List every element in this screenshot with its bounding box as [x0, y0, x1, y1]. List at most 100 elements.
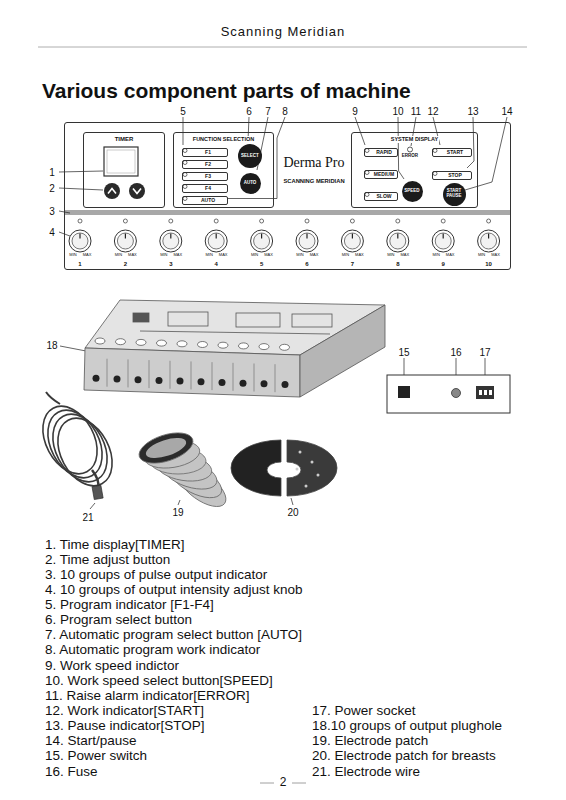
knob-number: 7 [351, 261, 354, 268]
machine-photo [84, 348, 300, 397]
machine-photo [236, 313, 280, 327]
intensity-knob [352, 234, 353, 239]
leader-line [60, 346, 86, 351]
callout-number: 11 [411, 106, 421, 117]
back-panel [479, 390, 482, 395]
part-list-item: 12. Work indicator[START] [45, 704, 204, 719]
knob-number: 1 [78, 261, 81, 268]
indicator-text: RAPID [376, 150, 392, 156]
machine-photo [93, 375, 100, 382]
page-header: Scanning Meridian [221, 25, 346, 39]
scale-label: MIN [478, 253, 485, 257]
breast-patch [296, 468, 299, 471]
callout-number: 20 [287, 507, 298, 518]
indicator-text: F4 [205, 186, 211, 192]
scale-label: MAX [264, 253, 273, 257]
machine-photo [177, 378, 184, 385]
intensity-knob [481, 233, 497, 249]
scale-label: MAX [128, 253, 137, 257]
callout-number: 10 [392, 106, 403, 117]
machine-photo [233, 363, 234, 391]
brand-text: Derma Pro [283, 155, 344, 170]
arrow-button [104, 183, 145, 199]
part-list-item: 8. Automatic program work indicator [45, 643, 260, 658]
page-dash [260, 783, 274, 784]
machine-photo [114, 376, 121, 383]
knob-number: 5 [260, 261, 263, 268]
output-led [78, 219, 82, 223]
indicator-label: ERROR [402, 154, 418, 159]
arrow-button [104, 183, 120, 199]
part-list-item: 6. Program select button [45, 613, 192, 628]
round-button: SELECT [238, 144, 262, 168]
arrow-button [108, 189, 116, 194]
intensity-knob [443, 234, 444, 239]
scale-label: MIN [342, 253, 349, 257]
intensity-knob [160, 230, 182, 252]
timer-display [104, 147, 138, 176]
page-dash [292, 783, 306, 784]
leader-line [227, 117, 285, 199]
scale-label: MIN [69, 253, 76, 257]
machine-photo [116, 339, 126, 345]
intensity-knob [251, 230, 273, 252]
leader-line [59, 171, 103, 172]
intensity-knob [478, 230, 500, 252]
machine-photo [218, 342, 228, 348]
knob-number: 10 [485, 261, 492, 268]
electrode-wire [92, 470, 98, 488]
machine-photo [259, 344, 269, 350]
back-panel [484, 390, 487, 395]
intensity-knob [114, 230, 136, 252]
intensity-knob [216, 234, 217, 239]
knob-number: 6 [305, 261, 308, 268]
callout-number: 1 [49, 167, 55, 178]
indicator-box: MEDIUM [364, 170, 398, 179]
machine-photo [219, 379, 226, 386]
machine-photo [128, 359, 129, 387]
part-list-item: 13. Pause indicator[STOP] [45, 719, 205, 734]
part-list-item: 18.10 groups of output plughole [312, 719, 502, 734]
back-panel [489, 390, 492, 395]
scale-label: MAX [491, 253, 500, 257]
intensity-knob [432, 230, 454, 252]
scale-label: MAX [219, 253, 228, 257]
knob-number: 9 [442, 261, 445, 268]
scale-label: MIN [387, 253, 394, 257]
callout-number: 17 [479, 347, 490, 358]
indicator-box: AUTO [182, 196, 228, 205]
scale-label: MIN [296, 253, 303, 257]
callout-number: 14 [501, 106, 512, 117]
indicator-text: START [447, 150, 463, 156]
indicator-led [433, 149, 437, 153]
page-title: Various component parts of machine [42, 79, 411, 102]
indicator-led [183, 161, 187, 165]
intensity-knob [390, 233, 406, 249]
machine-photo [198, 378, 205, 385]
scale-label: MIN [115, 253, 122, 257]
timer-display [107, 150, 135, 173]
arrow-button [129, 183, 145, 199]
scale-label: MAX [446, 253, 455, 257]
machine-photo [275, 364, 276, 392]
scale-label: MAX [310, 253, 319, 257]
machine-photo [240, 380, 247, 387]
indicator-text: MEDIUM [374, 172, 394, 178]
button-text: AUTO [244, 181, 257, 186]
indicator-box: START [432, 148, 472, 157]
part-list-item: 19. Electrode patch [312, 734, 428, 749]
callout-number: 21 [82, 512, 93, 523]
scale-label: MAX [173, 253, 182, 257]
group-box: TIMER [83, 132, 165, 208]
intensity-knob [344, 233, 360, 249]
indicator-box: F2 [182, 160, 228, 169]
error-led [408, 147, 413, 152]
indicator-led [365, 171, 369, 175]
callout-number: 8 [282, 106, 288, 117]
callout-number: 18 [46, 340, 57, 351]
part-list-item: 16. Fuse [45, 765, 98, 780]
machine-photo [107, 359, 108, 387]
indicator-text: SLOW [377, 194, 392, 200]
indicator-text: AUTO [201, 198, 215, 204]
timer-display [104, 147, 138, 176]
